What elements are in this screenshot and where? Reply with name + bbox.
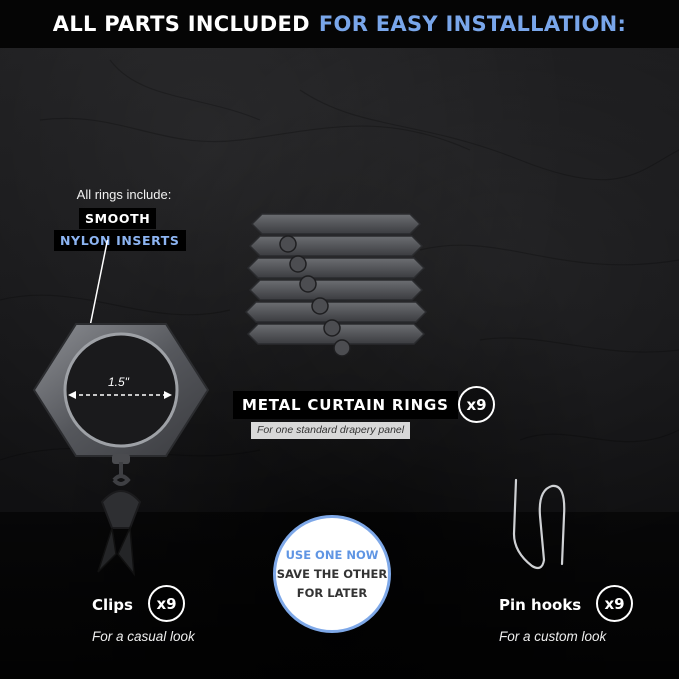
swivel-hook	[112, 462, 131, 486]
clips-label: Clips	[92, 596, 133, 614]
clips-note: For a casual look	[92, 629, 195, 644]
pin-hook-illustration	[512, 478, 566, 570]
badge-line-2: SAVE THE OTHER	[276, 566, 388, 581]
badge-line-1: USE ONE NOW	[285, 547, 379, 562]
rings-label: METAL CURTAIN RINGS	[233, 391, 458, 419]
stacked-rings-illustration	[244, 213, 428, 357]
clip-jaws	[97, 525, 135, 577]
inserts-tag-nylon: NYLON INSERTS	[54, 230, 186, 251]
use-one-now-badge: USE ONE NOW SAVE THE OTHER FOR LATER	[273, 515, 391, 633]
header-banner: ALL PARTS INCLUDED FOR EASY INSTALLATION…	[0, 0, 679, 48]
pin-hooks-note: For a custom look	[499, 629, 607, 644]
inserts-caption: All rings include:	[76, 187, 172, 202]
ring-opening	[63, 332, 179, 448]
pointer-line	[85, 240, 109, 347]
rings-quantity-badge: x9	[458, 386, 495, 423]
badge-line-3: FOR LATER	[296, 585, 368, 600]
pin-hooks-quantity-badge: x9	[596, 585, 633, 622]
inserts-tag-smooth: SMOOTH	[79, 208, 157, 229]
banner-subtitle: FOR EASY INSTALLATION:	[318, 12, 627, 36]
ring-stack	[244, 213, 428, 345]
ring-eyelets	[279, 235, 351, 357]
clips-quantity-badge: x9	[148, 585, 185, 622]
banner-title: ALL PARTS INCLUDED	[52, 12, 310, 36]
ring-measurement: 1.5"	[108, 375, 129, 389]
hex-ring-illustration	[32, 240, 210, 577]
rings-note: For one standard drapery panel	[251, 422, 411, 439]
clip-spring	[100, 490, 142, 529]
pin-hooks-label: Pin hooks	[499, 596, 582, 614]
